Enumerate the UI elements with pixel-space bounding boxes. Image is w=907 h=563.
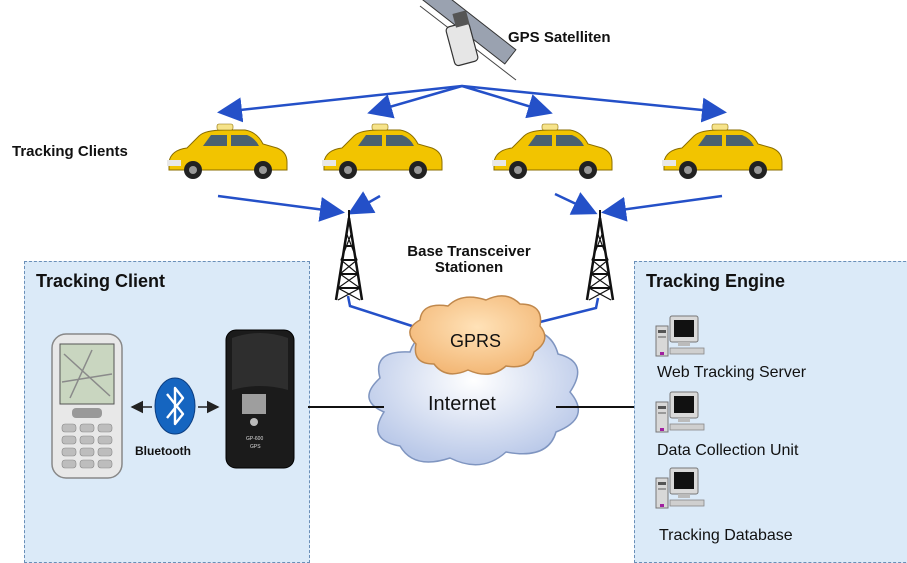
- computer-icon: [655, 467, 705, 509]
- towers-label: Base Transceiver Stationen: [407, 243, 531, 276]
- antenna-tower-icon: [585, 208, 615, 302]
- svg-text:GPS: GPS: [250, 444, 261, 450]
- tracking-clients-label: Tracking Clients: [12, 143, 128, 160]
- svg-text:GP-600: GP-600: [246, 436, 263, 442]
- gprs-links: [346, 295, 600, 328]
- gps-receiver-icon: GP-600 GPS: [225, 329, 295, 469]
- gprs-label: GPRS: [450, 331, 502, 351]
- taxi-icon: [491, 123, 613, 180]
- gprs-cloud: [409, 295, 546, 375]
- antenna-tower-icon: [334, 208, 364, 302]
- bluetooth-icon: [154, 377, 196, 435]
- tower-links: [217, 191, 723, 222]
- satellite-label: GPS Satelliten: [508, 29, 611, 46]
- mobile-phone-icon: [51, 333, 123, 479]
- data-collection-unit-label: Data Collection Unit: [657, 442, 799, 459]
- internet-label: Internet: [428, 393, 496, 415]
- bluetooth-label: Bluetooth: [135, 444, 191, 458]
- satellite-icon: [417, 0, 517, 81]
- tracking-client-title: Tracking Client: [36, 271, 166, 291]
- tracking-engine-title: Tracking Engine: [646, 271, 786, 291]
- web-tracking-server-label: Web Tracking Server: [657, 364, 807, 381]
- taxi-icon: [321, 123, 443, 180]
- computer-icon: [655, 315, 705, 357]
- taxi-icon: [166, 123, 288, 180]
- taxi-icon: [661, 123, 783, 180]
- computer-icon: [655, 391, 705, 433]
- tracking-database-label: Tracking Database: [659, 527, 793, 544]
- satellite-links: [217, 84, 727, 123]
